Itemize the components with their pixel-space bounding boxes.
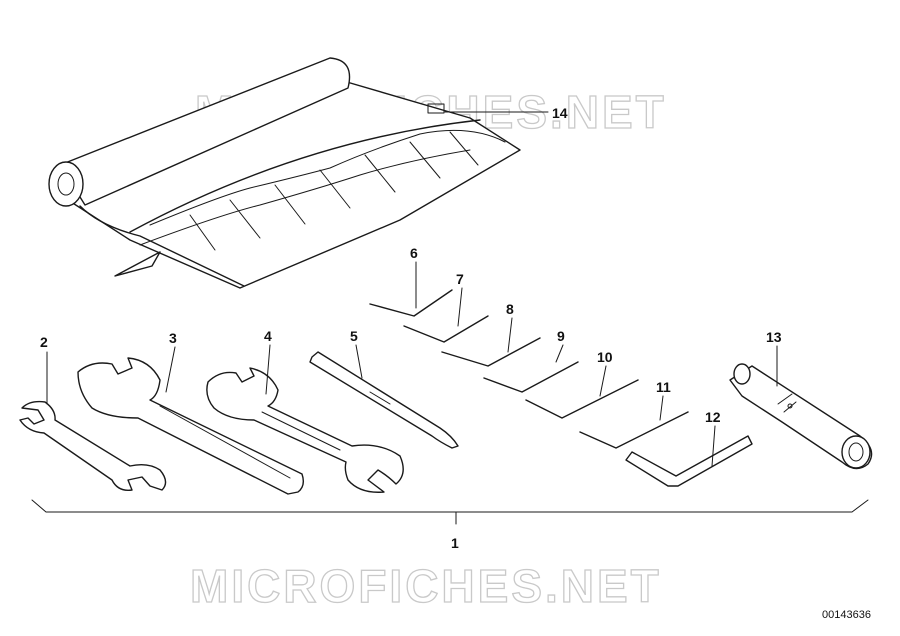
leader-10 [599, 365, 607, 397]
callout-9: 9 [557, 328, 565, 344]
leader-9 [555, 344, 564, 363]
callout-1: 1 [451, 535, 459, 551]
document-id: 00143636 [822, 609, 871, 621]
wrench-medium [206, 367, 404, 493]
box-spanner [729, 363, 873, 470]
assembly-bracket [31, 499, 869, 513]
screwdriver [309, 351, 459, 449]
callout-5: 5 [350, 328, 358, 344]
callout-3: 3 [169, 330, 177, 346]
callout-13: 13 [766, 329, 782, 345]
callout-4: 4 [264, 328, 272, 344]
wrench-large [77, 357, 305, 495]
allen-key [625, 435, 753, 487]
callout-6: 6 [410, 245, 418, 261]
tool-roll [48, 57, 521, 289]
callout-14: 14 [552, 105, 568, 121]
leader-4 [265, 344, 271, 395]
leader-7 [457, 287, 463, 327]
leader-5 [355, 344, 363, 379]
hex-keys [369, 289, 689, 449]
leader-8 [507, 317, 513, 353]
leader-12 [711, 425, 716, 467]
watermark-bottom: MICROFICHES.NET [190, 560, 662, 612]
callout-2: 2 [40, 334, 48, 350]
callout-10: 10 [597, 349, 613, 365]
callout-12: 12 [705, 409, 721, 425]
leader-11 [659, 395, 664, 421]
callout-7: 7 [456, 271, 464, 287]
leader-3 [165, 346, 176, 393]
callout-11: 11 [656, 379, 671, 395]
callout-8: 8 [506, 301, 514, 317]
